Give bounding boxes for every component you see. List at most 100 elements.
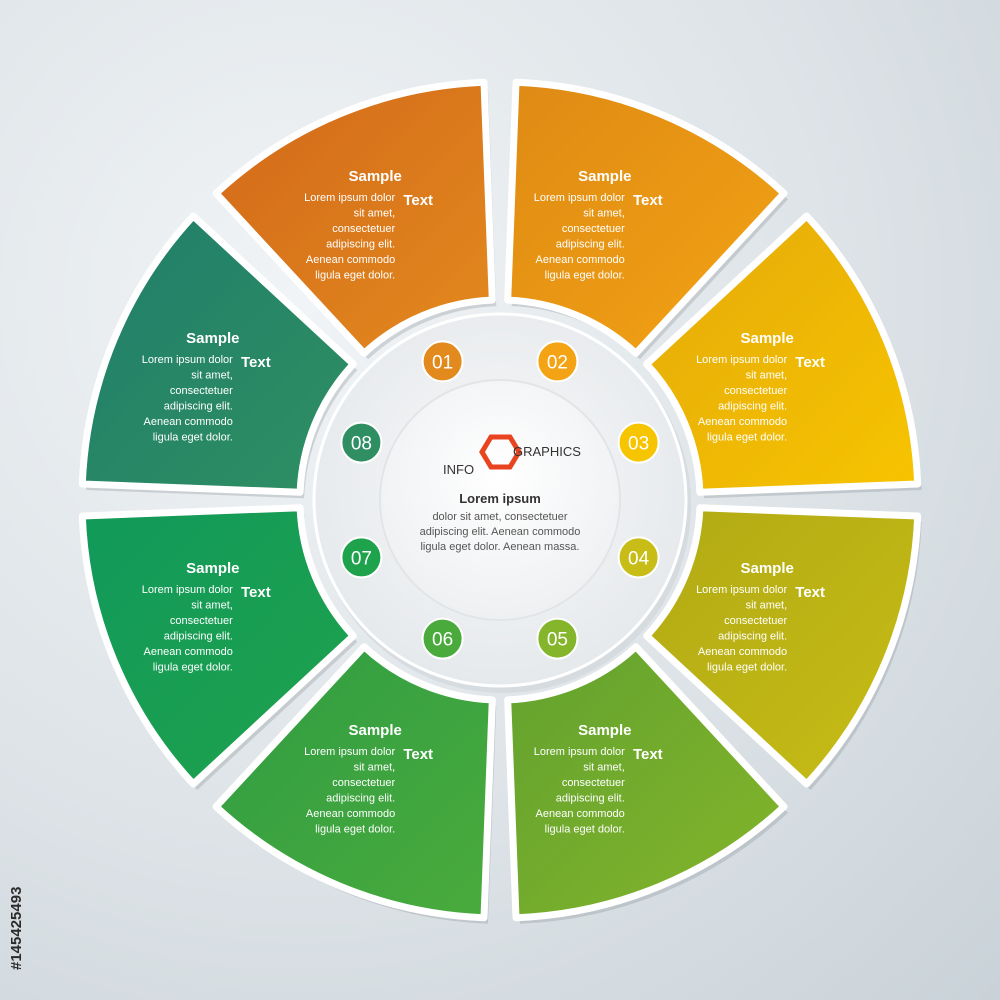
segment-title-line-1: Sample <box>186 560 239 577</box>
segment-title-line-1: Sample <box>186 330 239 347</box>
segment-shape <box>643 212 922 496</box>
logo-graphics-text: GRAPHICS <box>513 444 581 459</box>
segment-body-line: ligula eget dolor. <box>315 269 395 281</box>
center-logo: INFO GRAPHICS <box>443 434 581 477</box>
segment-body-line: sit amet, <box>583 762 625 774</box>
number-badge-circle <box>617 421 660 464</box>
number-badge-02: 02 <box>536 340 579 383</box>
segment-title-line-2: Text <box>241 584 271 601</box>
segment-body-line: sit amet, <box>191 370 233 382</box>
segment-body-line: Lorem ipsum dolor <box>534 192 625 204</box>
segment-body-line: consectetuer <box>332 777 395 789</box>
number-badge-06: 06 <box>421 617 464 660</box>
center-body-line-1: dolor sit amet, consectetuer <box>432 511 567 523</box>
number-badge-04: 04 <box>617 536 660 579</box>
segment-body-line: ligula eget dolor. <box>545 269 625 281</box>
segment-body-line: adipiscing elit. <box>326 793 395 805</box>
number-badge-text: 02 <box>547 352 568 373</box>
number-badge-circle <box>536 617 579 660</box>
segment-body-line: Aenean commodo <box>144 416 233 428</box>
number-badge-08: 08 <box>340 421 383 464</box>
stock-id-text: #145425493 <box>8 886 25 970</box>
number-badge-05: 05 <box>536 617 579 660</box>
segment-title-line-1: Sample <box>740 330 793 347</box>
segment-body-line: consectetuer <box>562 223 625 235</box>
number-badge-circle <box>421 617 464 660</box>
center-disc <box>312 312 691 693</box>
segment-body-line: adipiscing elit. <box>164 630 233 642</box>
segment-body-line: Aenean commodo <box>536 254 625 266</box>
segment-body-line: sit amet, <box>191 599 233 611</box>
number-badge-text: 04 <box>628 548 650 569</box>
segment-shape <box>78 504 357 788</box>
number-badge-circle <box>340 536 383 579</box>
segment-body-line: ligula eget dolor. <box>545 824 625 836</box>
segment-body-line: adipiscing elit. <box>718 401 787 413</box>
segment-title-line-2: Text <box>241 354 271 371</box>
segment-title-line-1: Sample <box>740 560 793 577</box>
segment-body-line: Lorem ipsum dolor <box>696 584 787 596</box>
segment-body-line: ligula eget dolor. <box>707 661 787 673</box>
segment-body-line: sit amet, <box>746 370 788 382</box>
segment-body-line: adipiscing elit. <box>556 793 625 805</box>
segment-body-line: Lorem ipsum dolor <box>304 192 395 204</box>
number-badge-text: 07 <box>351 548 372 569</box>
segment-body-line: Lorem ipsum dolor <box>142 584 233 596</box>
segment-body-line: sit amet, <box>746 599 788 611</box>
segment-title-line-2: Text <box>795 354 825 371</box>
segment-body-line: adipiscing elit. <box>556 238 625 250</box>
segment-body-line: consectetuer <box>332 223 395 235</box>
logo-hexagon-icon <box>479 434 522 470</box>
segment-body-line: ligula eget dolor. <box>707 432 787 444</box>
number-badge-circle <box>617 536 660 579</box>
segment-body-line: Aenean commodo <box>306 254 395 266</box>
segment-body-line: Aenean commodo <box>698 646 787 658</box>
segment-shape <box>78 212 357 496</box>
segment-body-line: consectetuer <box>562 777 625 789</box>
segment-shape <box>212 643 496 922</box>
segment-body-line: consectetuer <box>724 615 787 627</box>
number-badge-text: 01 <box>432 352 453 373</box>
number-badge-circle <box>340 421 383 464</box>
number-badge-circle <box>536 340 579 383</box>
segment-body-line: Lorem ipsum dolor <box>534 746 625 758</box>
segment-title-line-2: Text <box>403 192 433 209</box>
number-badge-07: 07 <box>340 536 383 579</box>
number-badge-circle <box>421 340 464 383</box>
stock-id-label: #145425493 <box>4 760 34 980</box>
segment-body-line: sit amet, <box>354 207 396 219</box>
number-badge-text: 03 <box>628 434 649 455</box>
segment-body-line: consectetuer <box>724 385 787 397</box>
segment-body-line: Aenean commodo <box>306 808 395 820</box>
segment-body-line: ligula eget dolor. <box>315 824 395 836</box>
number-badge-text: 05 <box>547 630 568 651</box>
segment-body-line: Lorem ipsum dolor <box>142 354 233 366</box>
segment-body-line: ligula eget dolor. <box>153 661 233 673</box>
center-body-line-3: ligula eget dolor. Aenean massa. <box>420 541 579 553</box>
segment-title-line-2: Text <box>795 584 825 601</box>
segment-shape <box>504 643 788 922</box>
segment-shape <box>504 78 788 357</box>
number-badge-text: 06 <box>432 630 453 651</box>
center-body-line-2: adipiscing elit. Aenean commodo <box>420 526 581 538</box>
number-badge-01: 01 <box>421 340 464 383</box>
segment-body-line: adipiscing elit. <box>718 630 787 642</box>
segment-body-line: sit amet, <box>354 762 396 774</box>
center-title: Lorem ipsum <box>459 491 541 506</box>
segment-title-line-1: Sample <box>349 722 402 739</box>
segment-body-line: consectetuer <box>170 615 233 627</box>
segment-body-line: Lorem ipsum dolor <box>696 354 787 366</box>
segment-body-line: consectetuer <box>170 385 233 397</box>
segment-title-line-1: Sample <box>349 168 402 185</box>
segment-title-line-2: Text <box>633 192 663 209</box>
